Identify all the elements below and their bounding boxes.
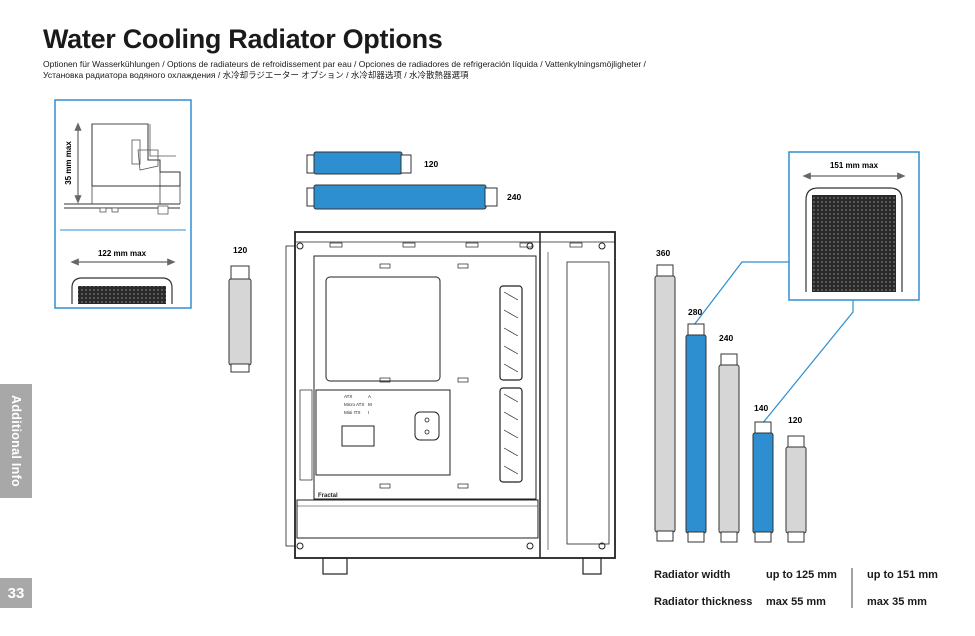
page-title: Water Cooling Radiator Options [43, 24, 443, 54]
right-inset-width-label: 151 mm max [830, 161, 879, 170]
front-radiator-140-label: 140 [754, 403, 768, 413]
section-tab-label: Additional Info [9, 395, 23, 487]
mb-itx-label: Mini ITX [344, 410, 361, 415]
top-radiator-120: 120 [306, 151, 438, 175]
mb-matx-label: Micro ATX [344, 402, 364, 407]
spec-thickness-col1: max 55 mm [766, 596, 826, 608]
spec-width-col1: up to 125 mm [766, 569, 837, 581]
spec-thickness-col2: max 35 mm [867, 596, 927, 608]
front-radiator-360: 360 [654, 248, 676, 542]
mb-atx-label: ATX [344, 394, 352, 399]
front-radiator-240-label: 240 [719, 333, 733, 343]
front-radiator-280: 280 [685, 307, 707, 543]
spec-width-col2: up to 151 mm [867, 569, 938, 581]
top-radiator-240-label: 240 [507, 192, 521, 202]
subtitle-line-2: Установка радиатора водяного охлаждения … [43, 70, 469, 80]
front-radiator-140: 140 [752, 403, 774, 543]
right-inset: 151 mm max [788, 151, 920, 301]
mb-i-label: I [368, 410, 369, 415]
inset-width-label: 122 mm max [98, 249, 147, 258]
section-tab: Additional Info [0, 384, 32, 498]
page-subtitle: Optionen für Wasserkühlungen / Options d… [43, 59, 646, 81]
spec-width-label: Radiator width [654, 569, 731, 581]
case-labels: ATX Micro ATX Mini ITX A M I Fractal [318, 394, 372, 499]
spec-thickness-label: Radiator thickness [654, 596, 753, 608]
case-brand-logo: Fractal [318, 493, 338, 499]
top-radiator-120-label: 120 [424, 159, 438, 169]
subtitle-line-1: Optionen für Wasserkühlungen / Options d… [43, 59, 646, 69]
inset-height-label: 35 mm max [64, 141, 73, 185]
front-radiator-120: 120 [785, 415, 807, 543]
front-radiator-280-label: 280 [688, 307, 702, 317]
rear-radiator-label: 120 [233, 245, 247, 255]
front-radiator-120-label: 120 [788, 415, 802, 425]
left-inset: 35 mm max 122 mm max [54, 99, 192, 309]
callout-140 [761, 300, 854, 425]
rear-radiator-120: 120 [228, 245, 252, 373]
pc-case [285, 231, 616, 575]
page-number: 33 [0, 578, 32, 608]
mb-a-label: A [368, 394, 371, 399]
front-radiator-240: 240 [718, 333, 740, 543]
mb-m-label: M [368, 402, 372, 407]
callout-280 [693, 261, 789, 326]
front-radiator-360-label: 360 [656, 248, 670, 258]
top-radiator-240: 240 [306, 184, 521, 210]
